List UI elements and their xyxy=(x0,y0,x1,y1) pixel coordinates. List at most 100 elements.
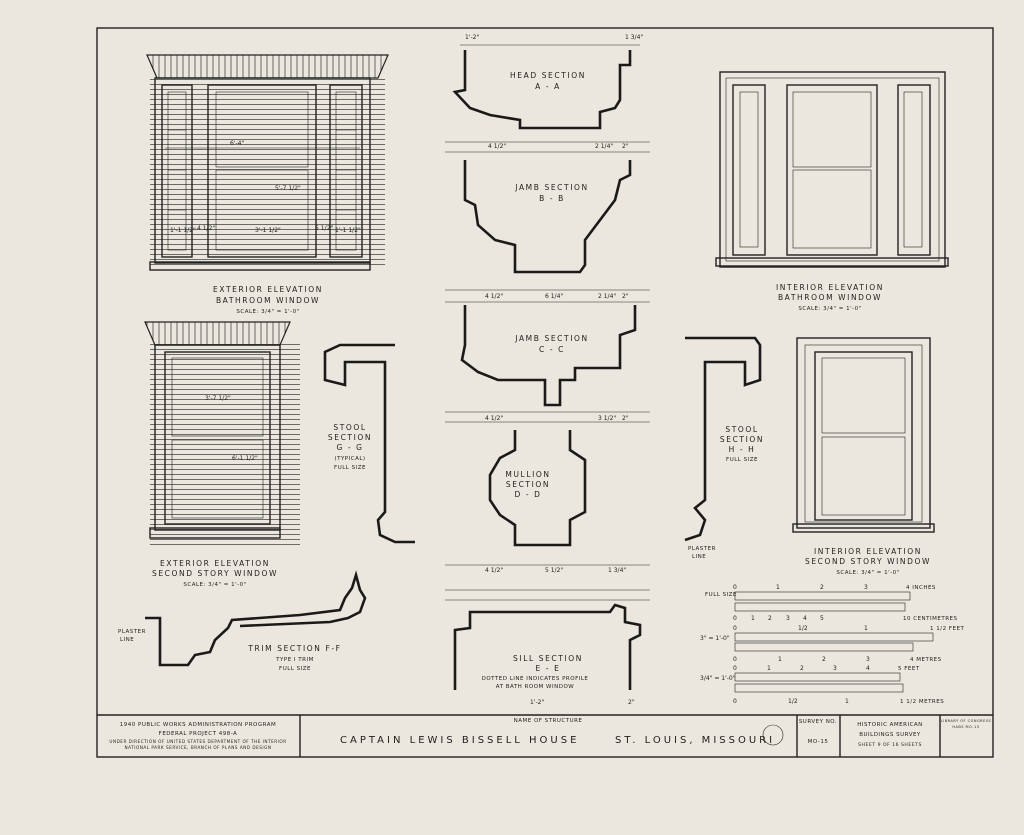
svg-text:5 1/2": 5 1/2" xyxy=(315,225,333,232)
interior-second-story-window-elevation: INTERIOR ELEVATION SECOND STORY WINDOW S… xyxy=(792,337,935,576)
svg-text:1'-2": 1'-2" xyxy=(530,699,544,706)
svg-text:FULL SIZE: FULL SIZE xyxy=(705,592,737,598)
svg-text:SCALE: 3/4" = 1'-0": SCALE: 3/4" = 1'-0" xyxy=(183,582,246,588)
svg-text:SCALE: 3/4" = 1'-0": SCALE: 3/4" = 1'-0" xyxy=(836,570,899,576)
svg-text:SCALE: 3/4" = 1'-0": SCALE: 3/4" = 1'-0" xyxy=(798,306,861,312)
svg-text:JAMB SECTION: JAMB SECTION xyxy=(514,334,588,343)
svg-text:1: 1 xyxy=(776,584,780,591)
svg-text:2": 2" xyxy=(622,415,629,422)
mullion-section-d-d: 4 1/2" 5 1/2" 1 3/4" MULLION SECTION D -… xyxy=(445,430,650,574)
exterior-bathroom-window-elevation: 6'-4" 5'-7 1/2" 3'-1 1/2" 1'-1 1/2" 1'-1… xyxy=(146,54,389,315)
svg-text:5'-7 1/2": 5'-7 1/2" xyxy=(275,185,301,192)
svg-text:BATHROOM WINDOW: BATHROOM WINDOW xyxy=(778,293,882,302)
svg-text:SURVEY NO.: SURVEY NO. xyxy=(799,719,837,725)
svg-text:MULLION: MULLION xyxy=(505,470,550,479)
svg-text:INTERIOR ELEVATION: INTERIOR ELEVATION xyxy=(776,283,884,292)
svg-text:4 METRES: 4 METRES xyxy=(910,657,942,663)
sheet-border xyxy=(96,27,994,758)
title-block: 1940 PUBLIC WORKS ADMINISTRATION PROGRAM… xyxy=(109,715,991,757)
svg-text:B - B: B - B xyxy=(539,194,565,203)
svg-text:LINE: LINE xyxy=(692,554,706,560)
svg-text:EXTERIOR ELEVATION: EXTERIOR ELEVATION xyxy=(160,559,270,568)
svg-text:BATHROOM WINDOW: BATHROOM WINDOW xyxy=(216,296,320,305)
svg-text:2: 2 xyxy=(800,665,804,672)
head-section-a-a: 1'-2" 1 3/4" 4 1/2" 2 1/4" 2" HEAD SECTI… xyxy=(445,34,650,153)
svg-text:3 1/2": 3 1/2" xyxy=(598,415,616,422)
svg-text:1 1/2 FEET: 1 1/2 FEET xyxy=(930,626,964,632)
svg-text:1 3/4": 1 3/4" xyxy=(608,567,626,574)
svg-text:0: 0 xyxy=(733,665,737,672)
svg-text:FULL SIZE: FULL SIZE xyxy=(279,666,311,672)
svg-text:DOTTED LINE INDICATES PROFILE: DOTTED LINE INDICATES PROFILE xyxy=(482,676,589,682)
seal-icon xyxy=(762,724,784,746)
svg-text:MO-15: MO-15 xyxy=(808,739,829,745)
svg-text:1: 1 xyxy=(767,665,771,672)
stool-section-h-h: STOOL SECTION H - H FULL SIZE PLASTER LI… xyxy=(684,336,763,560)
svg-text:NATIONAL PARK SERVICE, BRANCH: NATIONAL PARK SERVICE, BRANCH OF PLANS A… xyxy=(124,745,271,750)
svg-text:6 1/4": 6 1/4" xyxy=(545,293,563,300)
svg-text:1: 1 xyxy=(778,656,782,663)
svg-text:3/4" = 1'-0": 3/4" = 1'-0" xyxy=(700,675,736,682)
graphic-scales: FULL SIZE 0 1 2 3 4 INCHES 0 1 2 3 4 5 1… xyxy=(700,584,964,705)
svg-text:A - A: A - A xyxy=(535,82,561,91)
svg-text:HEAD SECTION: HEAD SECTION xyxy=(510,71,586,80)
exterior-second-story-window-elevation: 3'-7 1/2" 6'-1 1/2" EXTERIOR ELEVATION S… xyxy=(144,321,300,588)
svg-text:HISTORIC AMERICAN: HISTORIC AMERICAN xyxy=(857,722,923,728)
svg-text:1'-1 1/2": 1'-1 1/2" xyxy=(335,227,361,234)
svg-text:4 1/2": 4 1/2" xyxy=(197,225,215,232)
svg-text:2": 2" xyxy=(622,143,629,150)
svg-text:STOOL: STOOL xyxy=(725,425,758,434)
svg-text:FULL SIZE: FULL SIZE xyxy=(726,457,758,463)
svg-text:STOOL: STOOL xyxy=(333,423,366,432)
svg-text:2: 2 xyxy=(768,615,772,622)
svg-text:4 INCHES: 4 INCHES xyxy=(906,585,936,591)
svg-text:H - H: H - H xyxy=(729,445,756,454)
svg-text:3" = 1'-0": 3" = 1'-0" xyxy=(700,635,730,642)
svg-text:0: 0 xyxy=(733,656,737,663)
svg-text:1: 1 xyxy=(845,698,849,705)
svg-text:E - E: E - E xyxy=(536,664,561,673)
jamb-section-b-b: 4 1/2" 6 1/4" 2 1/4" 2" JAMB SECTION B -… xyxy=(445,160,650,303)
trim-section-f-f: PLASTER LINE TRIM SECTION F-F TYPE I TRI… xyxy=(118,570,367,672)
svg-text:1'-2": 1'-2" xyxy=(465,34,479,41)
stool-section-g-g: STOOL SECTION G - G (TYPICAL) FULL SIZE xyxy=(323,343,415,544)
sill-section-e-e: SILL SECTION E - E DOTTED LINE INDICATES… xyxy=(445,589,650,706)
svg-text:6'-4": 6'-4" xyxy=(230,140,244,147)
svg-text:4 1/2": 4 1/2" xyxy=(485,567,503,574)
svg-text:3'-7 1/2": 3'-7 1/2" xyxy=(205,395,231,402)
svg-text:G - G: G - G xyxy=(336,443,363,452)
svg-text:6'-1 1/2": 6'-1 1/2" xyxy=(232,455,258,462)
svg-text:5: 5 xyxy=(820,615,824,622)
svg-text:4: 4 xyxy=(866,665,870,672)
svg-text:1 1/2 METRES: 1 1/2 METRES xyxy=(900,699,944,705)
svg-text:SECTION: SECTION xyxy=(506,480,550,489)
svg-text:0: 0 xyxy=(733,615,737,622)
svg-text:2: 2 xyxy=(822,656,826,663)
svg-text:NAME OF STRUCTURE: NAME OF STRUCTURE xyxy=(514,718,583,724)
svg-text:10 CENTIMETRES: 10 CENTIMETRES xyxy=(903,616,958,622)
svg-text:2": 2" xyxy=(622,293,629,300)
svg-text:1'-1 1/2": 1'-1 1/2" xyxy=(170,227,196,234)
svg-text:LINE: LINE xyxy=(120,637,134,643)
svg-text:1: 1 xyxy=(751,615,755,622)
svg-text:1 3/4": 1 3/4" xyxy=(625,34,643,41)
svg-text:TRIM SECTION F-F: TRIM SECTION F-F xyxy=(247,644,341,653)
svg-text:FEDERAL PROJECT 498-A: FEDERAL PROJECT 498-A xyxy=(159,731,238,737)
svg-text:SHEET 9 OF 16 SHEETS: SHEET 9 OF 16 SHEETS xyxy=(858,742,922,748)
svg-text:0: 0 xyxy=(733,698,737,705)
svg-text:ST. LOUIS, MISSOURI: ST. LOUIS, MISSOURI xyxy=(615,735,775,746)
svg-text:SECTION: SECTION xyxy=(328,433,372,442)
svg-text:UNDER DIRECTION OF UNITED STAT: UNDER DIRECTION OF UNITED STATES DEPARTM… xyxy=(109,739,286,744)
svg-text:PLASTER: PLASTER xyxy=(118,629,146,635)
svg-text:1/2: 1/2 xyxy=(798,625,808,632)
svg-text:5 FEET: 5 FEET xyxy=(898,666,920,672)
svg-text:1/2: 1/2 xyxy=(788,698,798,705)
svg-text:0: 0 xyxy=(733,584,737,591)
svg-text:AT BATH ROOM WINDOW: AT BATH ROOM WINDOW xyxy=(496,684,575,690)
svg-text:INTERIOR ELEVATION: INTERIOR ELEVATION xyxy=(814,547,922,556)
svg-text:CAPTAIN LEWIS BISSELL HO: CAPTAIN LEWIS BISSELL HOUSE xyxy=(340,735,579,746)
interior-bathroom-window-elevation: INTERIOR ELEVATION BATHROOM WINDOW SCALE… xyxy=(715,71,949,312)
svg-text:SECOND STORY WINDOW: SECOND STORY WINDOW xyxy=(152,569,278,578)
svg-text:3: 3 xyxy=(833,665,837,672)
